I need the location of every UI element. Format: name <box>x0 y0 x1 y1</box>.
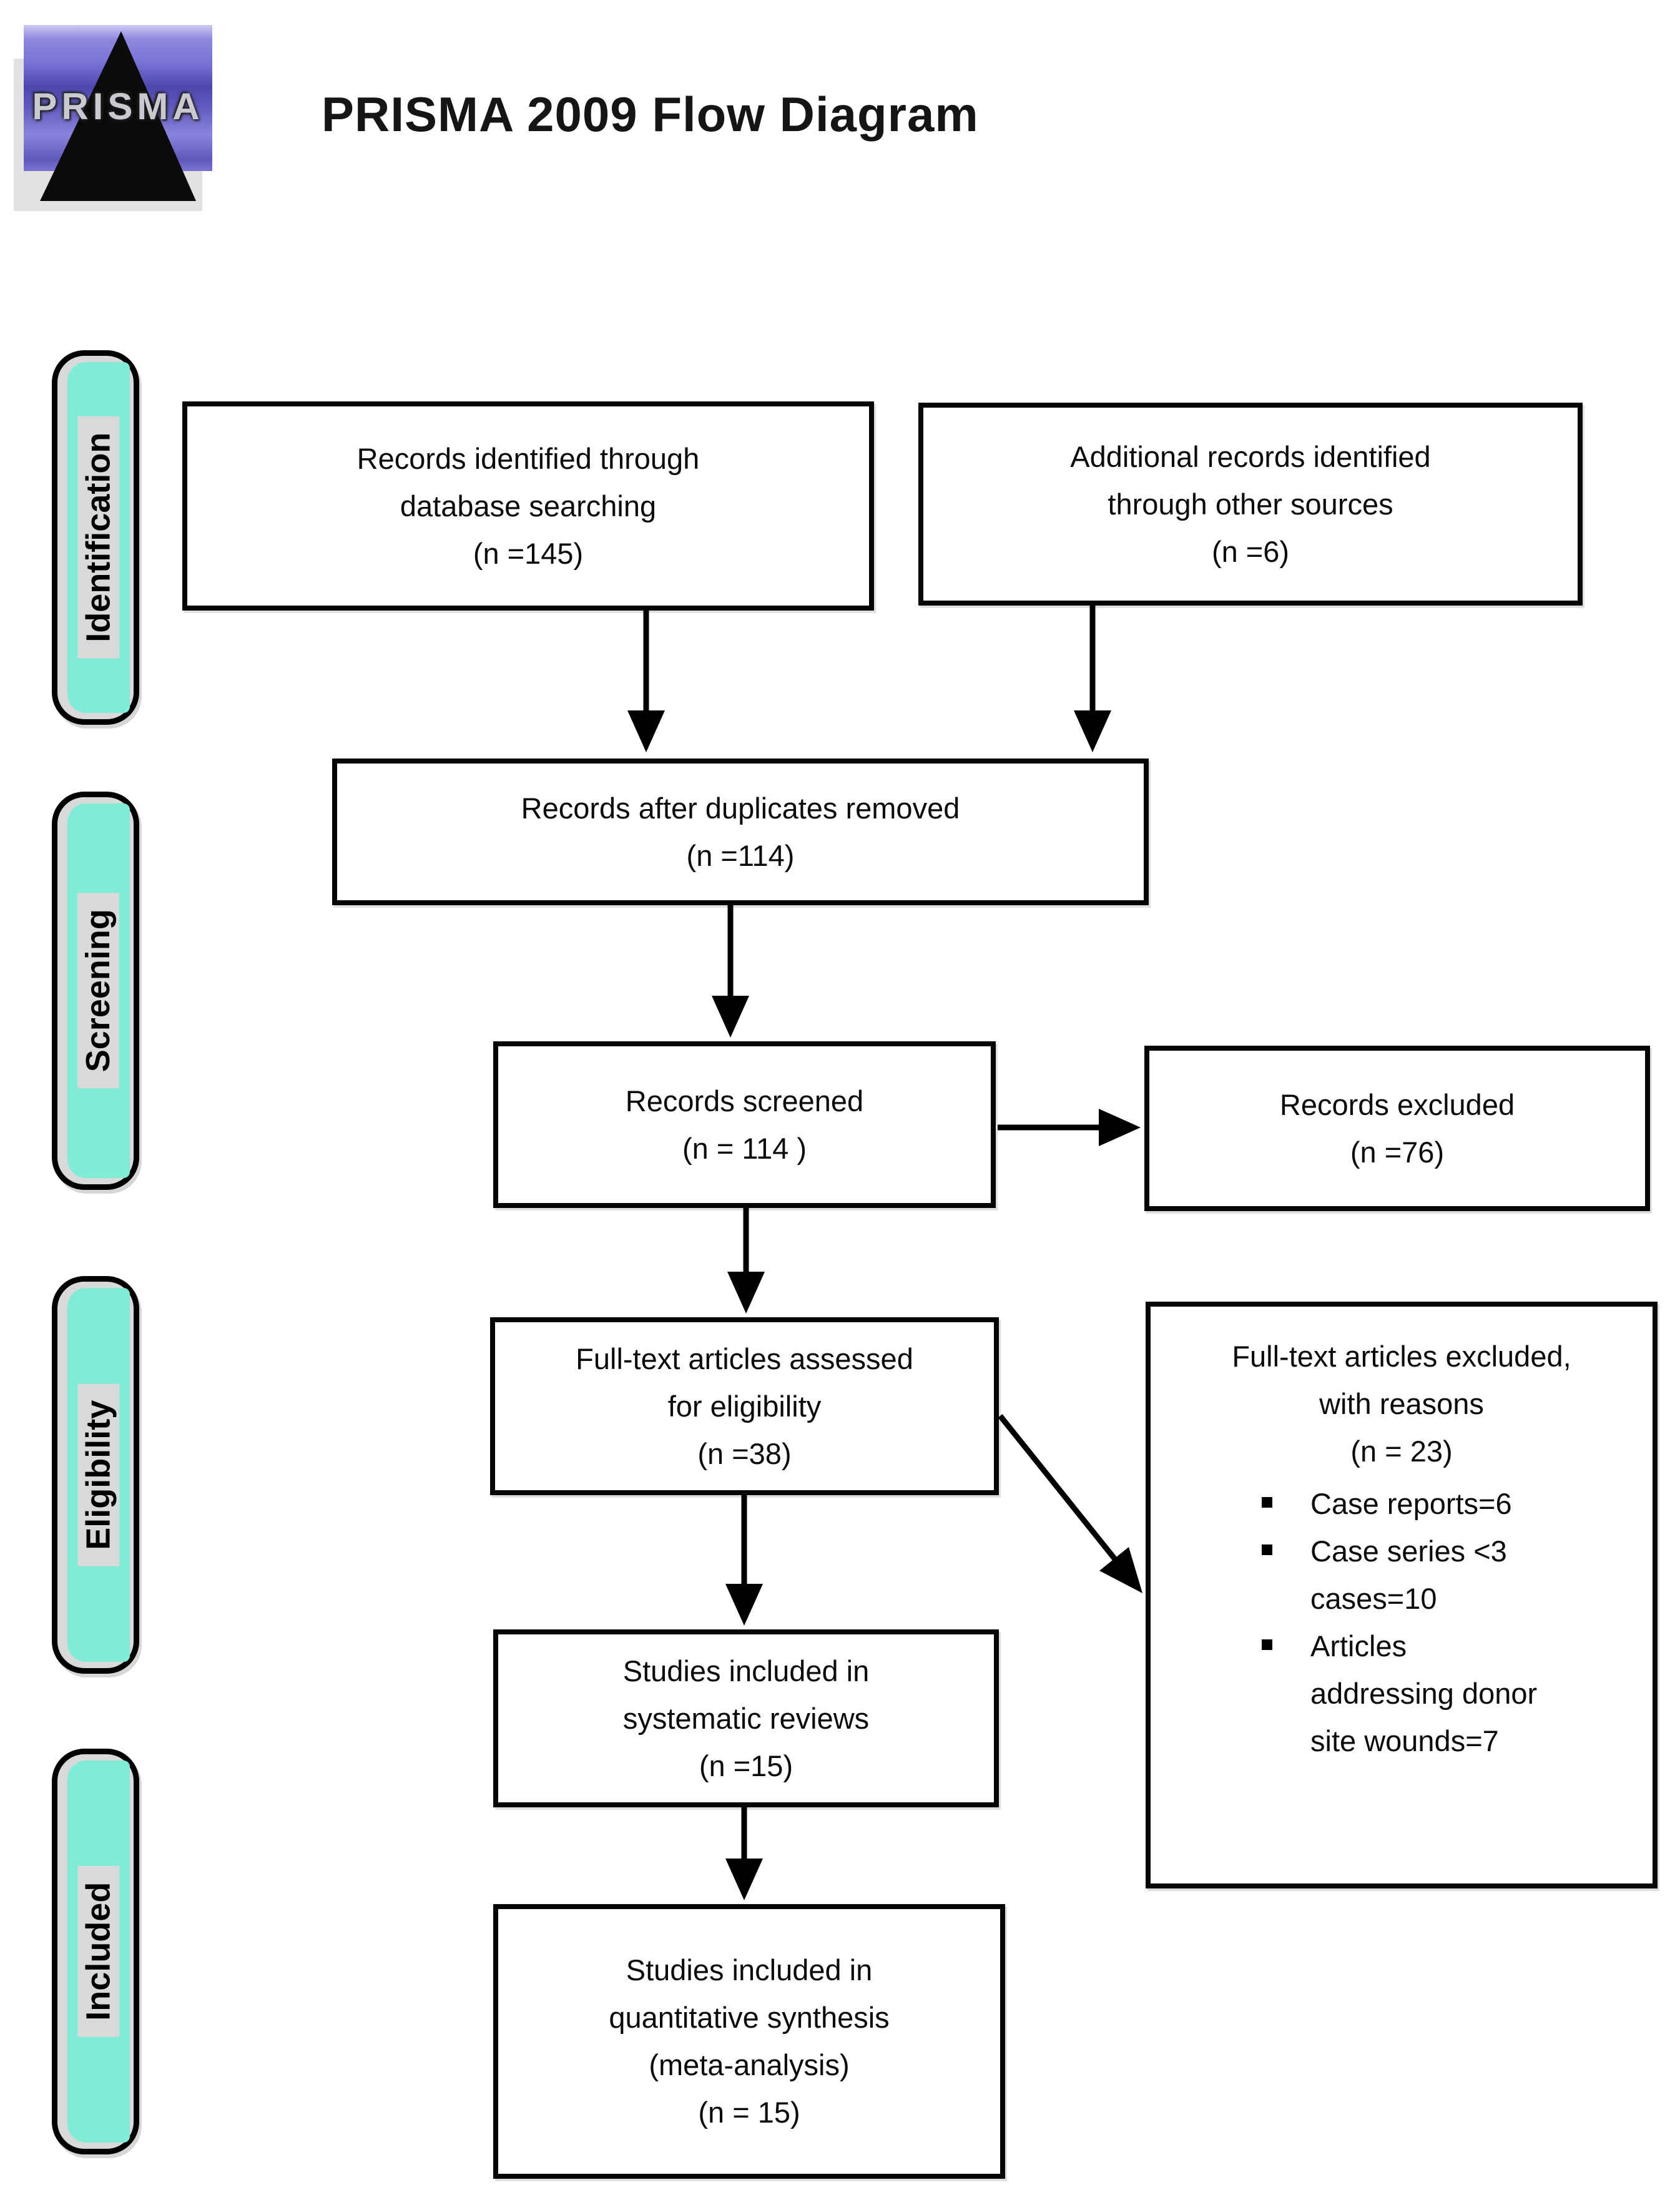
box-additional-records: Additional records identified through ot… <box>918 403 1583 606</box>
arrow-identified-to-dedup <box>627 611 665 752</box>
stage-identification: Identification <box>52 350 139 725</box>
arrow-screened-to-excluded <box>998 1109 1141 1146</box>
box-records-excluded: Records excluded (n =76) <box>1144 1046 1650 1211</box>
arrow-screened-to-fulltext <box>727 1208 765 1314</box>
text-line: Records excluded <box>1279 1088 1515 1121</box>
stage-inner: Included <box>67 1760 130 2143</box>
text-line: (n =76) <box>1350 1135 1445 1169</box>
text-line: cases=10 <box>1310 1582 1437 1615</box>
text-line: (n =114) <box>686 838 795 872</box>
stage-label-screening: Screening <box>77 893 120 1089</box>
logo-wordmark: PRISMA <box>32 86 204 127</box>
text-line: Records after duplicates removed <box>521 791 960 825</box>
box-quantitative-synthesis: Studies included in quantitative synthes… <box>493 1904 1005 2179</box>
text-line: Case series <3 <box>1310 1535 1507 1568</box>
box-systematic-reviews: Studies included in systematic reviews (… <box>493 1629 999 1807</box>
text-line: database searching <box>400 489 657 523</box>
stage-included: Included <box>52 1749 139 2154</box>
list-item-case-reports: Case reports=6 <box>1151 1480 1653 1528</box>
text-line: with reasons <box>1319 1387 1484 1420</box>
stage-screening: Screening <box>52 792 139 1190</box>
text-line: (meta-analysis) <box>649 2048 850 2081</box>
text-line: Records screened <box>625 1084 864 1117</box>
text-line: site wounds=7 <box>1310 1724 1499 1757</box>
box-fulltext-assessed: Full-text articles assessed for eligibil… <box>490 1317 999 1495</box>
stage-eligibility: Eligibility <box>52 1276 139 1674</box>
text-line: systematic reviews <box>622 1701 870 1735</box>
arrow-fulltext-to-excluded-reasons <box>998 1414 1142 1593</box>
arrow-fulltext-to-systematic <box>725 1495 763 1626</box>
box-fulltext-excluded-reasons: Full-text articles excluded, with reason… <box>1146 1302 1658 1888</box>
stage-label-eligibility: Eligibility <box>77 1383 120 1566</box>
arrow-systematic-to-quantitative <box>725 1807 763 1900</box>
arrow-dedup-to-screened <box>712 905 749 1038</box>
prisma-logo: PRISMA <box>14 12 224 216</box>
text-line: (n = 15) <box>698 2096 800 2129</box>
box-records-screened: Records screened (n = 114 ) <box>493 1041 996 1208</box>
text-line: (n = 114 ) <box>682 1131 807 1165</box>
text-line: Records identified through <box>356 441 700 475</box>
text-line: (n = 23) <box>1350 1435 1453 1468</box>
text-line: (n =15) <box>699 1749 793 1782</box>
page-title: PRISMA 2009 Flow Diagram <box>322 87 979 142</box>
text-line: Additional records identified <box>1070 440 1431 473</box>
text-line: Articles <box>1310 1629 1407 1662</box>
text-line: Studies included in <box>626 1953 873 1986</box>
text-line: quantitative synthesis <box>609 2001 890 2034</box>
stage-inner: Identification <box>67 362 130 713</box>
stage-label-included: Included <box>77 1865 120 2037</box>
text-line: (n =145) <box>473 536 584 570</box>
text-line: through other sources <box>1108 487 1393 521</box>
stage-inner: Eligibility <box>67 1288 130 1662</box>
text-line: Full-text articles excluded, <box>1232 1340 1571 1373</box>
text-line: Studies included in <box>622 1654 870 1687</box>
stage-label-identification: Identification <box>77 416 120 659</box>
list-item-case-series: Case series <3 cases=10 <box>1151 1528 1653 1623</box>
text-line: (n =38) <box>697 1436 792 1470</box>
arrow-additional-to-dedup <box>1074 606 1111 752</box>
text-line: Full-text articles assessed <box>576 1342 913 1375</box>
exclusion-reasons-list: Case reports=6 Case series <3 cases=10 A… <box>1151 1480 1653 1765</box>
text-line: for eligibility <box>667 1389 822 1423</box>
box-records-identified: Records identified through database sear… <box>182 401 874 611</box>
text-line: (n =6) <box>1211 534 1290 568</box>
stage-inner: Screening <box>67 803 130 1178</box>
list-item-donor-site: Articles addressing donor site wounds=7 <box>1151 1623 1653 1765</box>
box-duplicates-removed: Records after duplicates removed (n =114… <box>332 759 1149 905</box>
text-line: Case reports=6 <box>1310 1487 1512 1520</box>
text-line: addressing donor <box>1310 1677 1538 1710</box>
